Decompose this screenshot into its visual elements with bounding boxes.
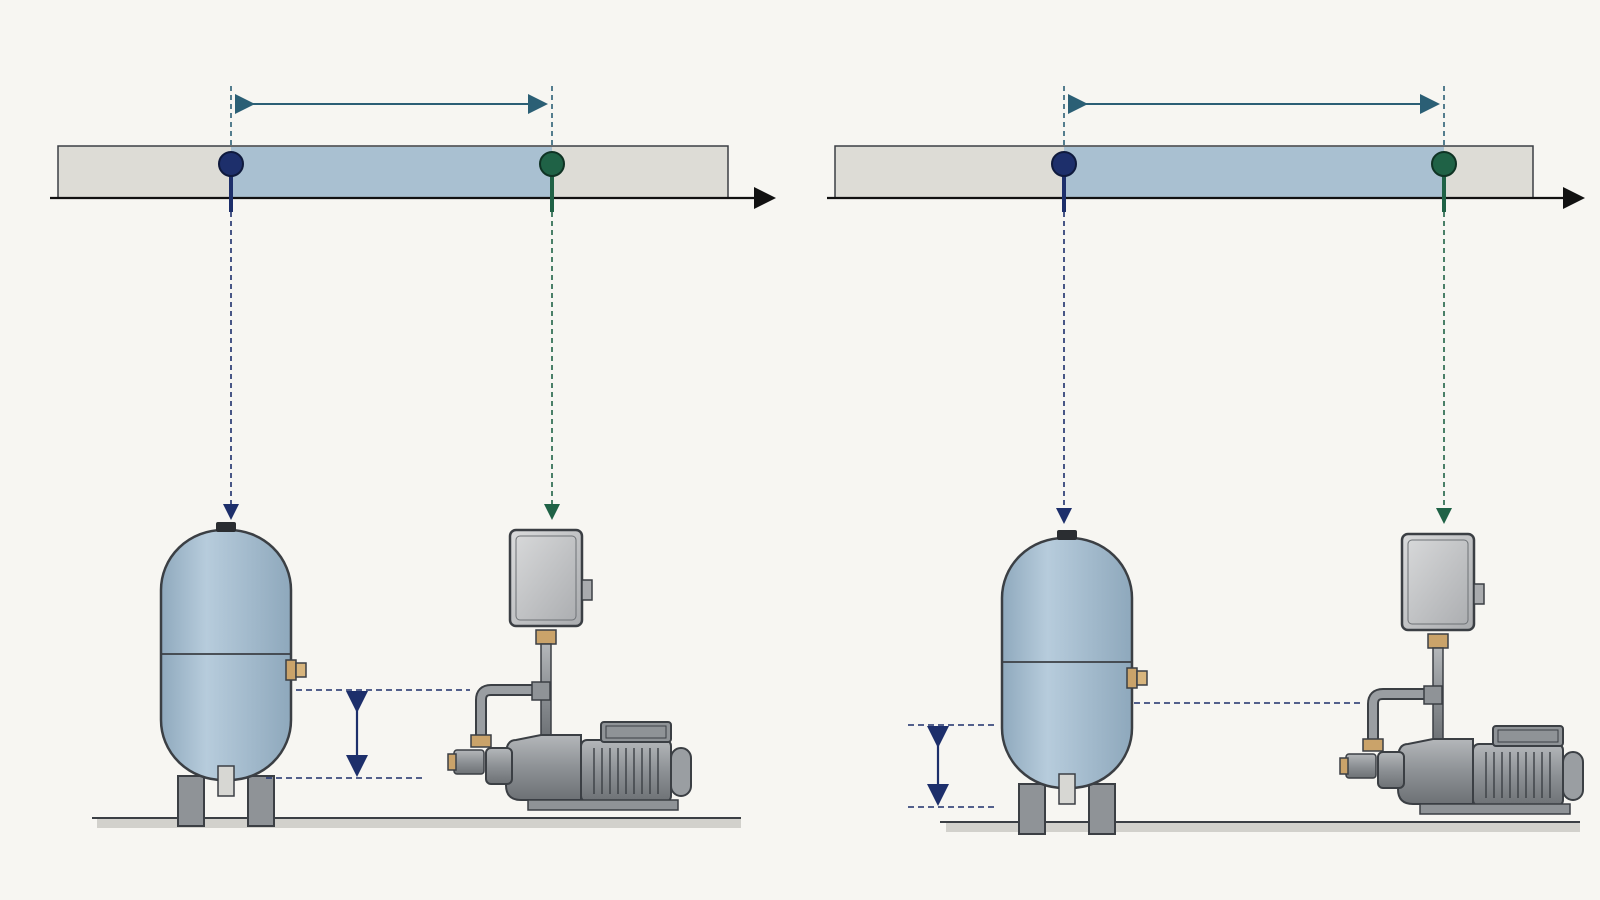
green-pin-icon [1431,151,1457,212]
right-panel [827,86,1585,836]
navy-pin-icon [218,151,244,212]
pressure-tank-icon [1000,528,1149,836]
right-height-marker [908,702,1362,808]
left-duration-span [230,86,553,146]
navy-pin-icon [1051,151,1077,212]
pump-motor-icon [1340,534,1583,814]
left-timeline [50,145,776,209]
left-panel [50,86,776,828]
pressure-tank-icon [159,520,308,828]
green-pin-icon [539,151,565,212]
pump-motor-icon [448,530,691,810]
right-ground [940,821,1580,832]
left-height-marker [266,689,470,779]
right-timeline [827,145,1585,209]
right-duration-span [1063,86,1445,146]
